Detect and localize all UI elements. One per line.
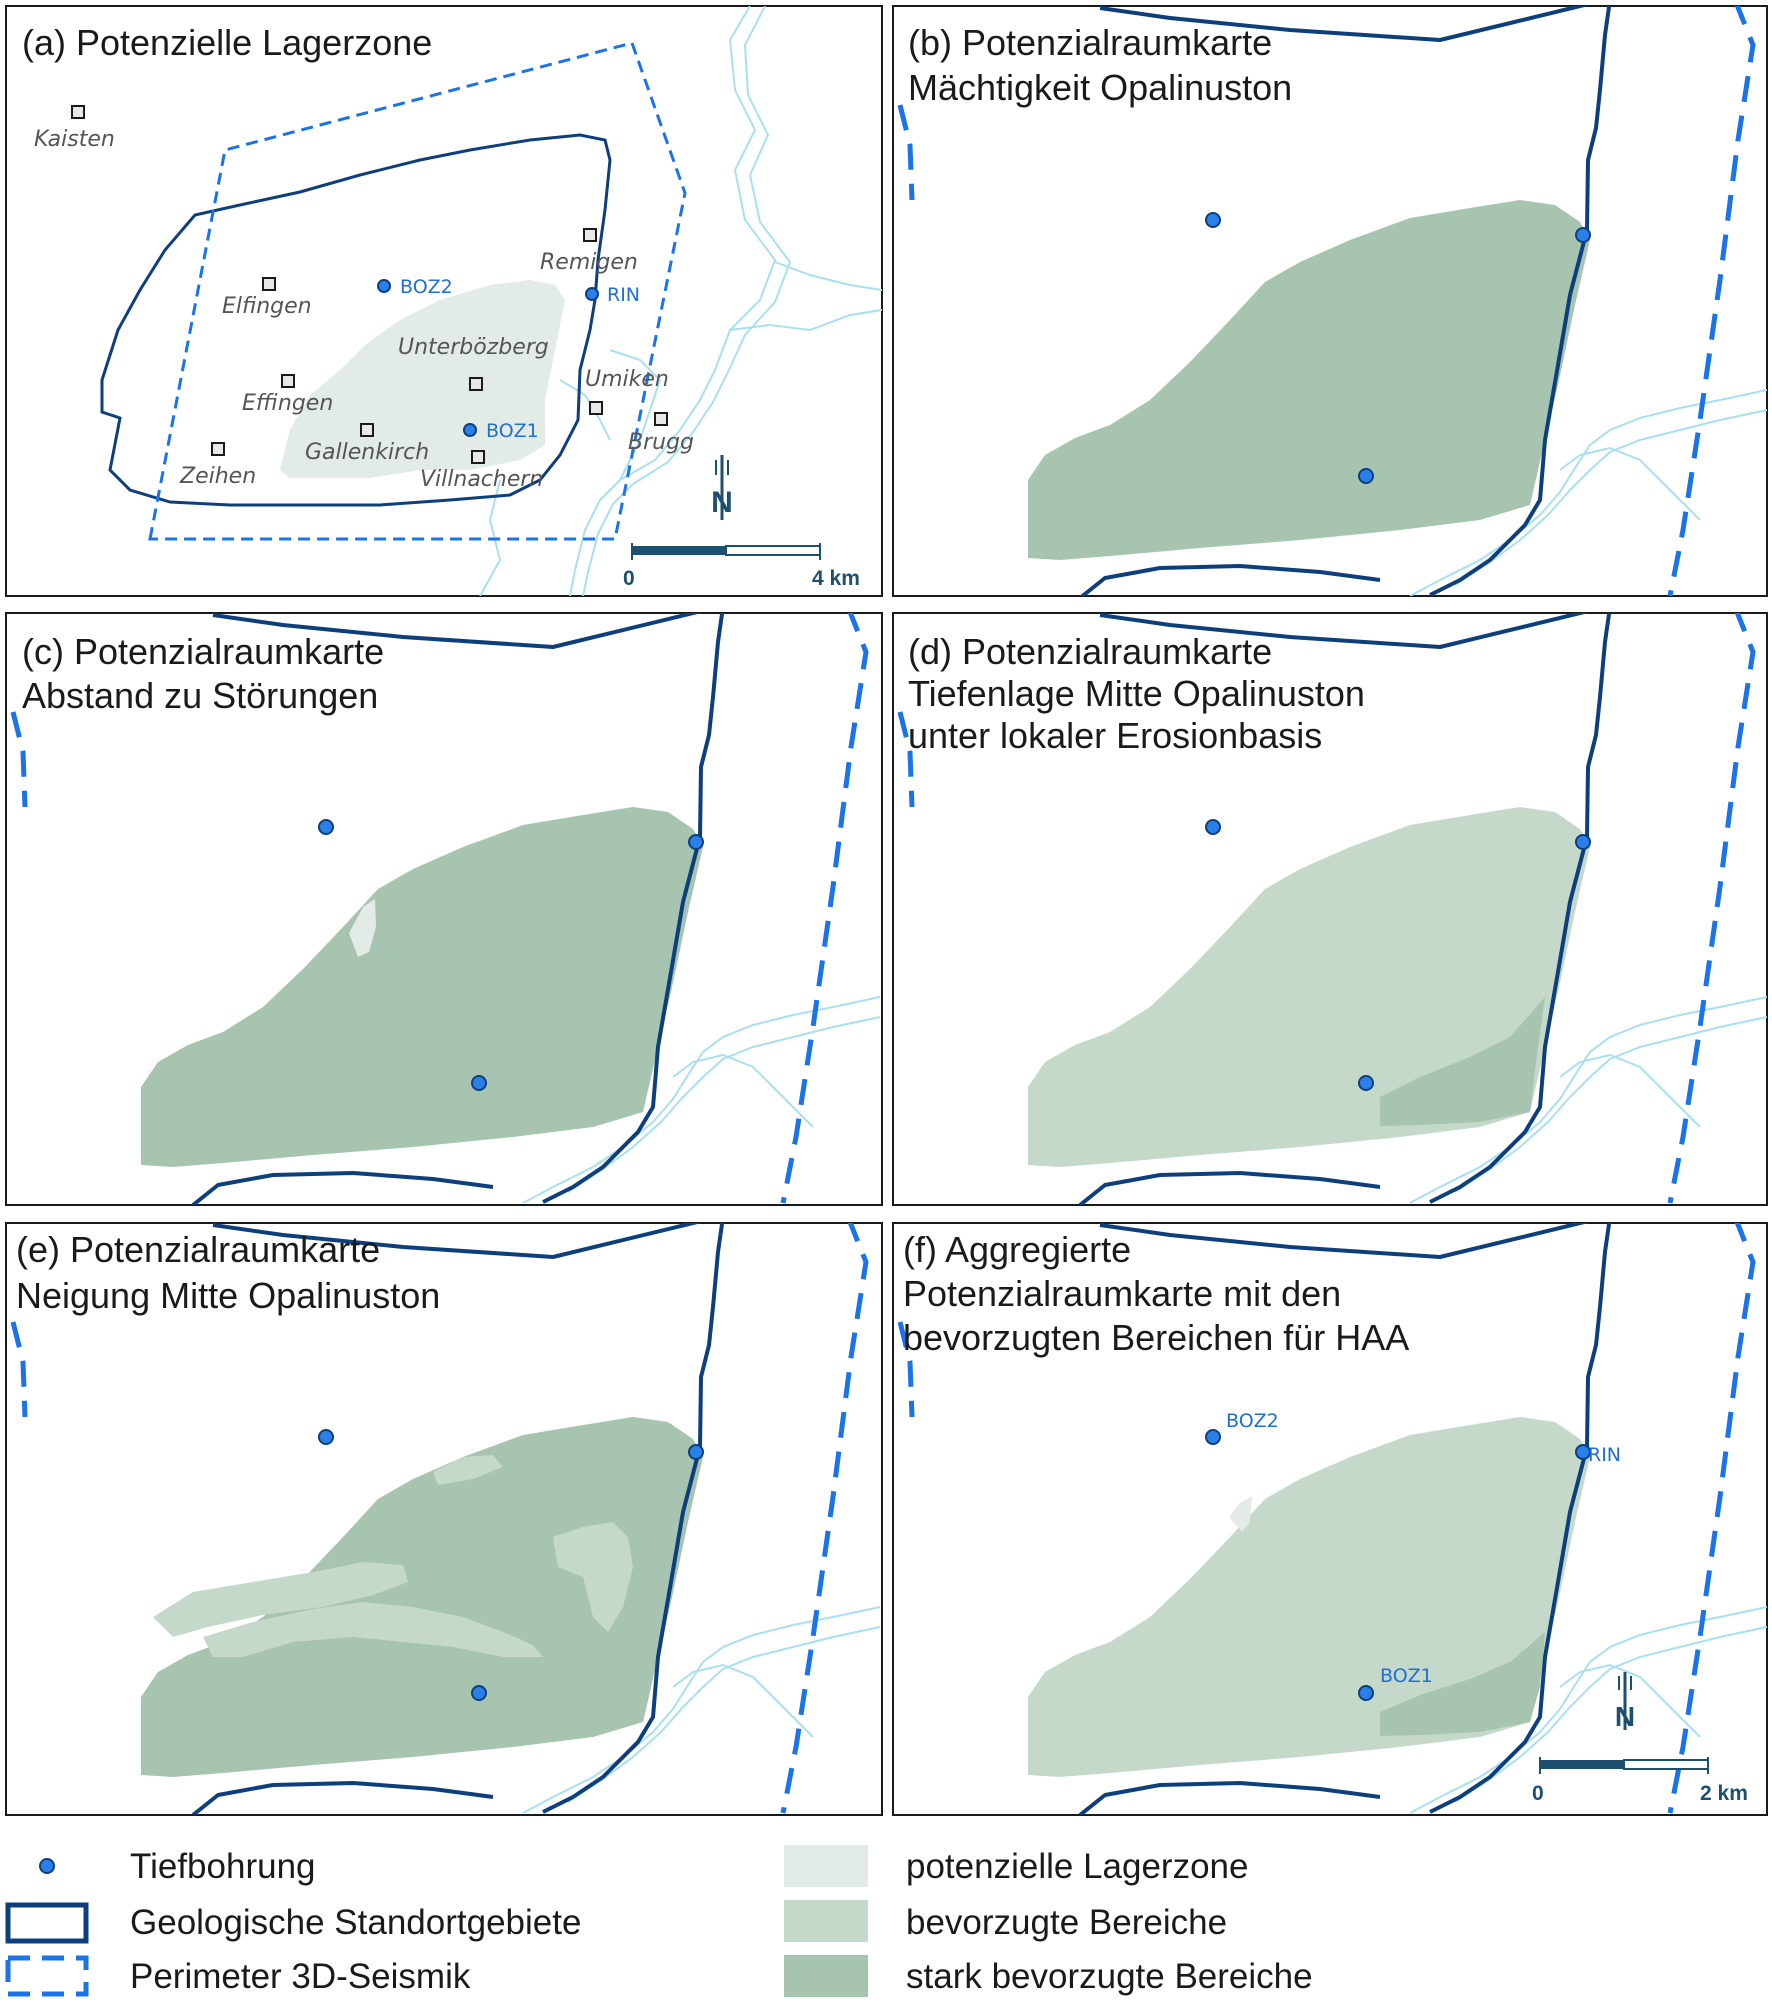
borehole-rin-marker [585, 287, 599, 301]
panel-a: Kaisten Elfingen Remigen Unterbözberg Ef… [5, 5, 883, 597]
legend-sites-swatch [5, 1902, 89, 1944]
legend-seismic-swatch [5, 1955, 89, 1997]
zone-patch [1229, 1496, 1252, 1532]
svg-text:N: N [711, 486, 733, 519]
strongly-preferred-patch [1380, 1632, 1545, 1736]
label-boz2: BOZ2 [400, 276, 453, 298]
legend-zone-swatch [784, 1845, 868, 1887]
panel-d-title: (d) Potenzialraumkarte Tiefenlage Mitte … [908, 631, 1375, 756]
seismic-perimeter [148, 41, 687, 541]
panel-a-title: (a) Potenzielle Lagerzone [22, 22, 432, 63]
legend-zone: potenzielle Lagerzone [906, 1847, 1248, 1886]
panel-f: BOZ2 RIN BOZ1 N 0 2 km (f) Aggregierte P… [892, 1222, 1768, 1816]
svg-text:N: N [1615, 1701, 1635, 1732]
site-outline [100, 133, 612, 507]
north-arrow-icon: N [1615, 1672, 1635, 1732]
zone-patch [349, 899, 376, 957]
place-zeihen: Zeihen [179, 464, 256, 489]
legend-borehole: Tiefbohrung [130, 1847, 316, 1886]
place-markers [71, 105, 668, 464]
borehole-boz1-marker [463, 423, 477, 437]
legend-seismic: Perimeter 3D-Seismik [130, 1957, 471, 1996]
place-umiken: Umiken [585, 367, 669, 392]
label-boz1: BOZ1 [486, 420, 539, 442]
legend-preferred: bevorzugte Bereiche [906, 1903, 1227, 1942]
north-arrow-icon: N [711, 455, 733, 520]
place-brugg: Brugg [628, 430, 694, 455]
panel-c-title: (c) Potenzialraumkarte Abstand zu Störun… [22, 631, 394, 716]
legend-sites: Geologische Standortgebiete [130, 1903, 581, 1942]
panel-b: (b) Potenzialraumkarte Mächtigkeit Opali… [892, 5, 1768, 597]
scale-bar-a: 0 4 km [623, 543, 860, 590]
legend-strongly-preferred-swatch [784, 1955, 868, 1997]
scale-f-start: 0 [1532, 1782, 1544, 1805]
label-rin: RIN [607, 284, 640, 306]
boreholes-a [377, 279, 599, 437]
panel-e-title: (e) Potenzialraumkarte Neigung Mitte Opa… [16, 1229, 440, 1316]
panel-d: (d) Potenzialraumkarte Tiefenlage Mitte … [892, 612, 1768, 1206]
borehole-boz2-marker [377, 279, 391, 293]
place-remigen: Remigen [540, 250, 638, 275]
potential-zone [280, 280, 565, 478]
legend-preferred-swatch [784, 1900, 868, 1942]
place-gallenkirch: Gallenkirch [305, 440, 429, 465]
panel-e: (e) Potenzialraumkarte Neigung Mitte Opa… [5, 1222, 883, 1816]
label-boz1-f: BOZ1 [1380, 1665, 1433, 1687]
legend-strongly-preferred: stark bevorzugte Bereiche [906, 1957, 1313, 1996]
scale-a-end: 4 km [812, 567, 860, 590]
scale-a-start: 0 [623, 567, 635, 590]
place-elfingen: Elfingen [222, 294, 312, 319]
place-kaisten: Kaisten [34, 127, 115, 152]
legend: Tiefbohrung Geologische Standortgebiete … [5, 1845, 1313, 1997]
label-boz2-f: BOZ2 [1226, 1410, 1279, 1432]
scale-f-end: 2 km [1700, 1782, 1748, 1805]
place-unterbozberg: Unterbözberg [398, 335, 549, 360]
scale-bar-f: 0 2 km [1532, 1757, 1748, 1805]
legend-borehole-swatch [39, 1858, 55, 1874]
panel-f-title: (f) Aggregierte Potenzialraumkarte mit d… [903, 1229, 1409, 1358]
place-effingen: Effingen [242, 391, 333, 416]
preferred-patches [153, 1455, 633, 1657]
place-villnachern: Villnachern [420, 467, 543, 492]
panel-b-title: (b) Potenzialraumkarte Mächtigkeit Opali… [908, 22, 1292, 108]
river-network [479, 6, 882, 596]
label-rin-f: RIN [1588, 1444, 1621, 1466]
strongly-preferred-patch [1380, 997, 1545, 1126]
panel-c: (c) Potenzialraumkarte Abstand zu Störun… [5, 612, 883, 1206]
